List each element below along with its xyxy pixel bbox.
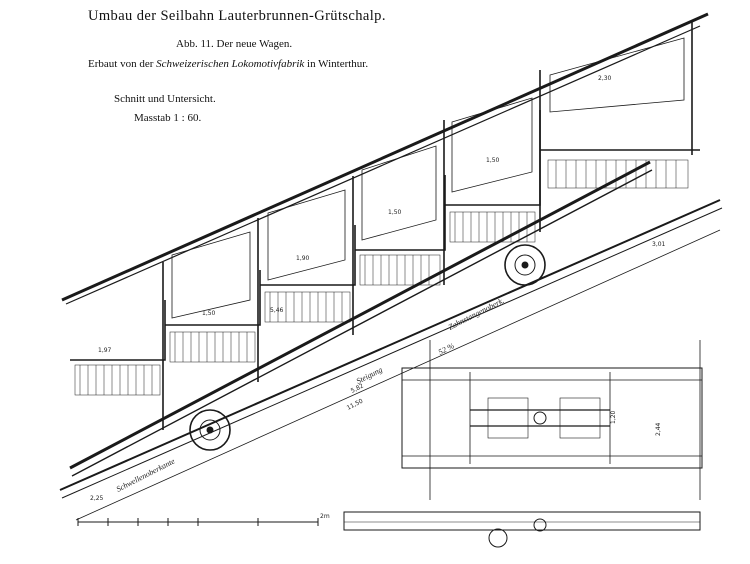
- dim-1-20: 1,20: [610, 410, 617, 424]
- dim-1-50-b: 1,50: [388, 209, 402, 216]
- compartment-floors: [70, 110, 700, 361]
- wheel-upper: [504, 244, 546, 286]
- label-steigung: Steigung: [355, 365, 384, 386]
- wheel-lower: [189, 409, 231, 451]
- compartment-walls: [162, 20, 693, 430]
- builder-line: Erbaut von der Schweizerischen Lokomotiv…: [88, 58, 368, 70]
- builder-suffix: in Winterthur.: [307, 58, 369, 70]
- dim-1-97: 1,97: [98, 347, 112, 354]
- dim-3-01: 3,01: [652, 241, 666, 248]
- underframe-plan: [401, 340, 703, 500]
- car-floor: [69, 160, 651, 470]
- figure-label: Abb. 11. Der neue Wagen.: [176, 38, 293, 50]
- dim-11-50: 11,50: [346, 398, 365, 412]
- builder-prefix: Erbaut von der: [88, 58, 154, 70]
- car-roof: [61, 12, 709, 302]
- page-title: Umbau der Seilbahn Lauterbrunnen-Grütsch…: [88, 8, 386, 24]
- scale-bar-end-label: 2m: [320, 513, 330, 520]
- section-note: Schnitt und Untersicht.: [114, 93, 216, 105]
- scale-note: Masstab 1 : 60.: [134, 112, 202, 124]
- dimension-line: [75, 229, 721, 521]
- underframe-side: [343, 511, 701, 548]
- label-zahnstange: Zahnstangenoberk.: [447, 296, 506, 332]
- scale-bar: [77, 518, 319, 526]
- seats: [74, 159, 689, 396]
- windows: [171, 37, 685, 319]
- dim-1-50-c: 1,50: [202, 310, 216, 317]
- label-steigung-value: 52 %: [437, 341, 456, 357]
- builder-name: Schweizerischen Lokomotivfabrik: [156, 58, 305, 70]
- dim-2-30: 2,30: [598, 75, 612, 82]
- track-rail: [59, 199, 721, 491]
- dim-2-25: 2,25: [90, 495, 104, 502]
- dim-5-46: 5,46: [270, 307, 284, 314]
- dim-1-90: 1,90: [296, 255, 310, 262]
- dim-1-50-a: 1,50: [486, 157, 500, 164]
- dim-2-44: 2,44: [655, 422, 662, 436]
